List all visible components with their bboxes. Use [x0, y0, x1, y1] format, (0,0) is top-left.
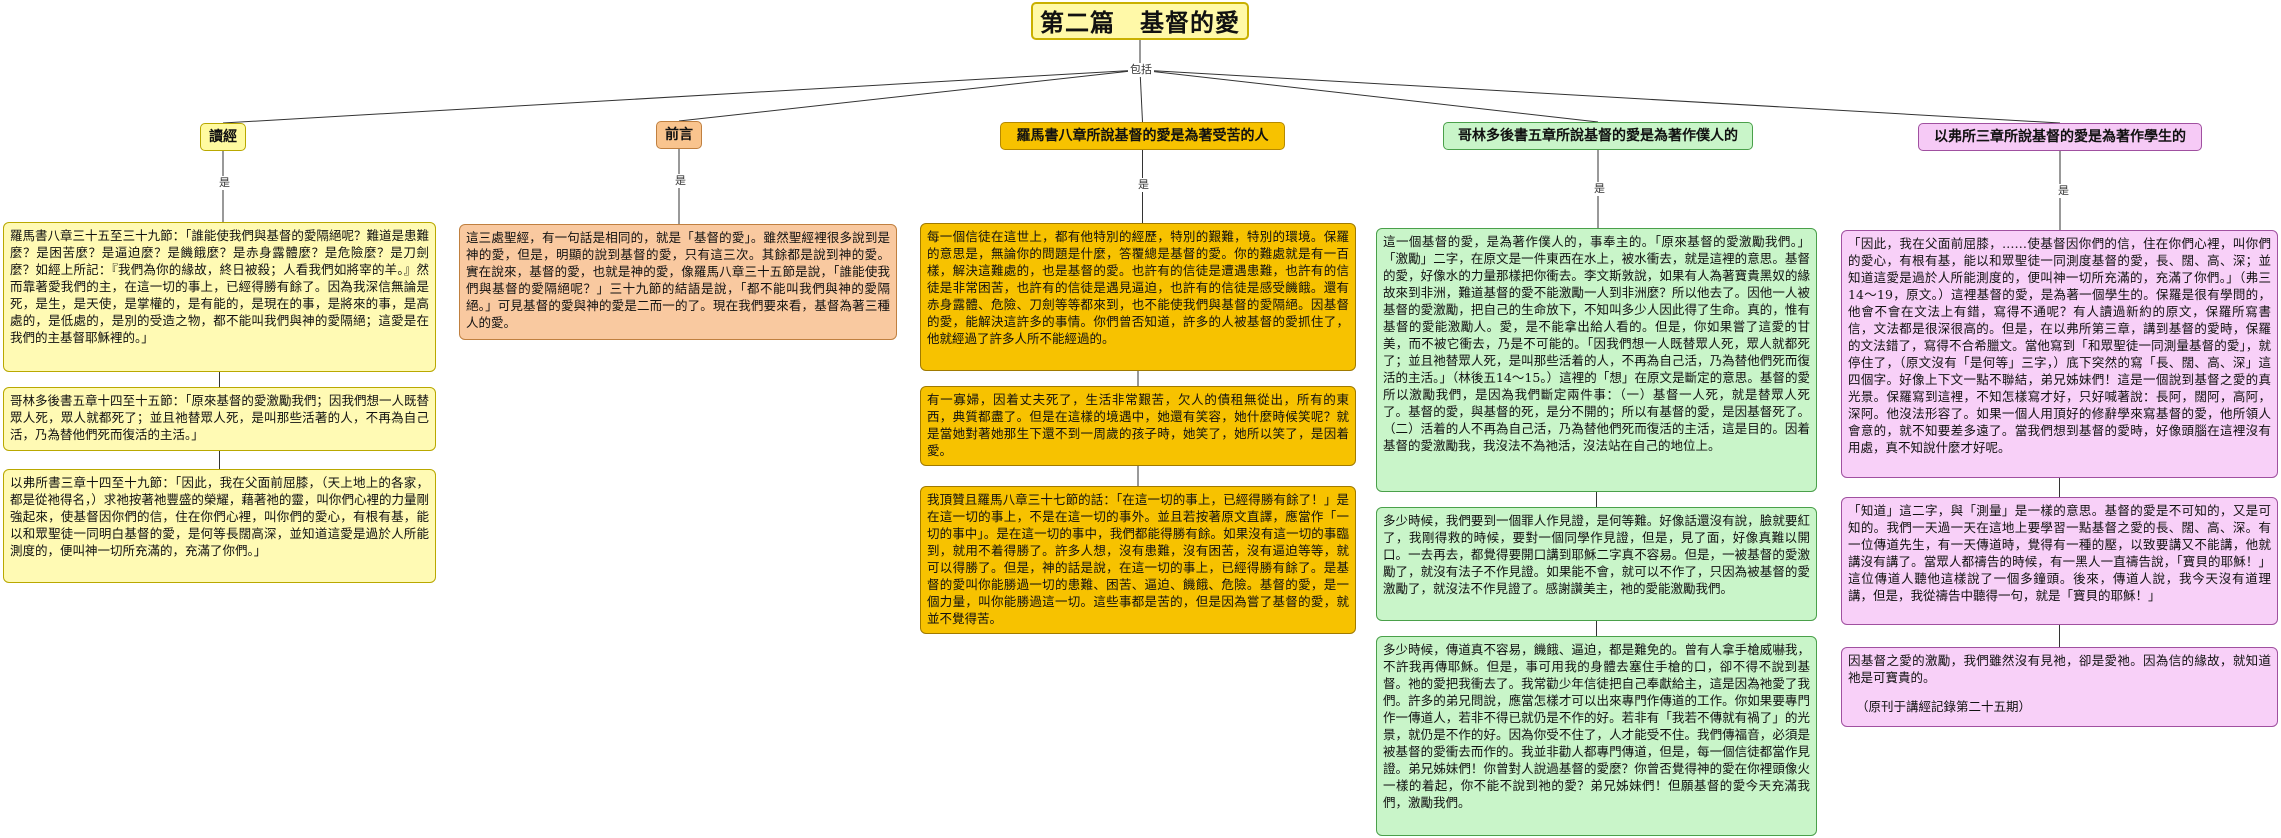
- leaf-constrained-by-love: 這一個基督的愛，是為著作僕人的，事奉主的。「原來基督的愛激勵我們。」「激勵」二字…: [1376, 228, 1817, 492]
- leaf-more-than-conquerors: 我頂贊且羅馬八章三十七節的話：「在這一切的事上，已經得勝有餘了！」是在這一切的事…: [920, 486, 1356, 634]
- branch-connector-label: 是: [673, 174, 688, 188]
- branch-reading-scripture: 讀經: [200, 123, 246, 151]
- branch-link-line: [222, 69, 1141, 124]
- leaf-romans-intro: 每一個信徒在這世上，都有他特別的經歷，特別的艱難，特別的環境。保羅的意思是，無論…: [920, 223, 1356, 371]
- branch-corinthians-servants: 哥林多後書五章所說基督的愛是為著作僕人的: [1443, 122, 1753, 150]
- branch-link-line: [1139, 69, 2061, 124]
- branch-connector-label: 是: [2056, 184, 2071, 198]
- leaf-romans-8-35-39: 羅馬書八章三十五至三十九節：「誰能使我們與基督的愛隔絕呢？難道是患難麼？是困苦麼…: [3, 222, 436, 372]
- leaf-eph-3-14-19: 以弗所書三章十四至十九節：「因此，我在父面前屈膝，（天上地上的各家，都是從祂得名…: [3, 469, 436, 583]
- branch-connector-label: 是: [217, 176, 232, 190]
- leaf-precious-christ: 因基督之愛的激勵，我們雖然沒有見祂，卻是愛祂。因為信的緣故，就知道祂是可寶貴的。…: [1841, 647, 2278, 727]
- branch-link-line: [1139, 69, 1143, 123]
- leaf-ephesians-dimensions: 「因此，我在父面前屈膝，……使基督因你們的信，住在你們心裡，叫你們的愛心，有根有…: [1841, 230, 2278, 478]
- root-connector-label: 包括: [1128, 63, 1154, 77]
- leaf-precious-christ-body: 因基督之愛的激勵，我們雖然沒有見祂，卻是愛祂。因為信的緣故，就知道祂是可寶貴的。: [1848, 653, 2271, 685]
- branch-romans-suffering: 羅馬書八章所說基督的愛是為著受苦的人: [1000, 122, 1285, 150]
- leaf-2cor-5-14-15: 哥林多後書五章十四至十五節：「原來基督的愛激勵我們；因我們想一人既替眾人死，眾人…: [3, 387, 436, 451]
- branch-ephesians-students: 以弗所三章所說基督的愛是為著作學生的: [1918, 123, 2202, 151]
- leaf-preaching-difficulty: 多少時候，傳道真不容易，饑餓、逼迫，都是難免的。曾有人拿手槍威嚇我，不許我再傳耶…: [1376, 636, 1817, 836]
- root-title-node: 第二篇 基督的愛: [1031, 2, 1249, 40]
- leaf-know-and-measure: 「知道」這二字，與「測量」是一樣的意思。基督的愛是不可知的，又是可知的。我們一天…: [1841, 497, 2278, 625]
- branch-connector-label: 是: [1136, 178, 1151, 192]
- branch-connector-label: 是: [1592, 182, 1607, 196]
- branch-link-line: [1139, 69, 1599, 123]
- source-note: （原刊于講經記錄第二十五期）: [1856, 699, 2032, 714]
- branch-foreword: 前言: [656, 121, 702, 149]
- leaf-foreword-text: 這三處聖經，有一句話是相同的，就是「基督的愛」。雖然聖經裡很多說到是神的愛，但是…: [459, 224, 897, 340]
- leaf-testimony-difficulty: 多少時候，我們要到一個罪人作見證，是何等難。好像話還沒有說，臉就要紅了，我剛得救…: [1376, 507, 1817, 621]
- leaf-widow-story: 有一寡婦，因着丈夫死了，生活非常艱苦，欠人的債租無從出，所有的東西，典質都盡了。…: [920, 386, 1356, 466]
- branch-link-line: [678, 69, 1141, 122]
